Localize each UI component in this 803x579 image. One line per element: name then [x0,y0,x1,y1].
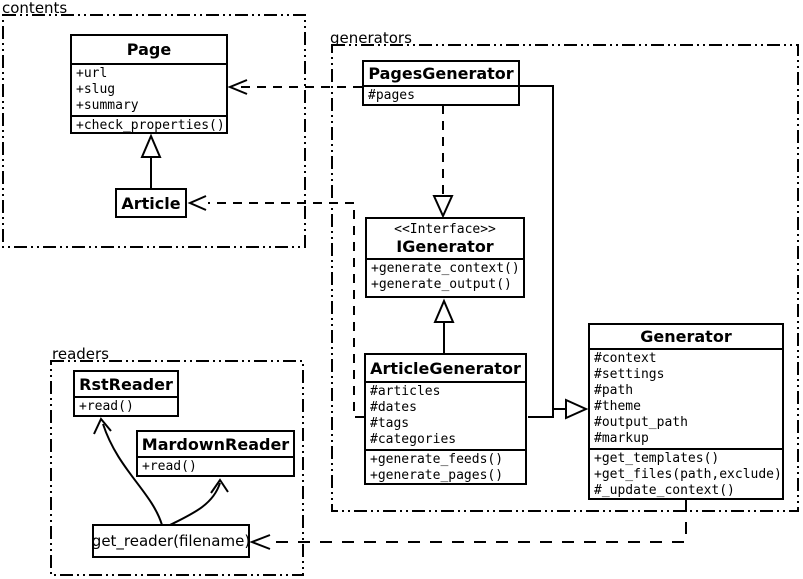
edge-getreader-to-rstreader [102,423,163,526]
class-article: Article [115,188,187,218]
class-igenerator-name: IGenerator [396,236,494,256]
class-rstreader-methods: +read() [75,396,177,416]
edge-getreader-to-mardownreader [169,482,221,526]
package-generators-label: generators [330,29,412,47]
attribute: +url [76,66,108,81]
class-pagesgenerator-title: PagesGenerator [368,64,514,83]
class-igenerator-stereotype: <<Interface>> [394,221,496,237]
class-generator-title: Generator [640,327,732,346]
method: +generate_context() [371,261,520,276]
package-generators-border [331,44,799,512]
method: +get_templates() [594,451,720,466]
attribute: #categories [370,432,457,447]
class-articlegenerator-attributes: #articles #dates #tags #categories [366,381,525,449]
class-igenerator-title: <<Interface>> IGenerator [367,219,523,258]
class-article-title: Article [121,193,181,213]
attribute: +summary [76,98,139,113]
class-page: Page +url +slug +summary +check_properti… [70,34,228,134]
class-articlegenerator: ArticleGenerator #articles #dates #tags … [364,353,527,485]
edge-articlegenerator-to-igenerator-triangle [433,298,455,323]
class-mardownreader-title: MardownReader [141,434,290,454]
class-page-methods: +check_properties() [72,115,226,135]
attribute: #tags [370,416,410,431]
class-generator-methods: +get_templates() +get_files(path,exclude… [590,448,782,500]
class-igenerator: <<Interface>> IGenerator +generate_conte… [365,217,525,298]
class-rstreader-title: RstReader [79,374,173,394]
method: +check_properties() [76,118,225,133]
method: +generate_pages() [370,468,504,483]
edge-generator-to-getreader-arrowhead [249,534,271,550]
method: +generate_feeds() [370,452,504,467]
method: +read() [142,459,197,474]
edge-getreader-to-mardownreader-arrowhead [210,478,229,494]
class-rstreader: RstReader +read() [73,370,179,417]
edge-pagesgenerator-to-igenerator-triangle [432,195,454,219]
class-page-attributes: +url +slug +summary [72,63,226,115]
method: +generate_output() [371,277,512,292]
package-readers-label: readers [52,345,109,363]
class-articlegenerator-methods: +generate_feeds() +generate_pages() [366,449,525,485]
attribute: #context [594,351,657,366]
class-pagesgenerator-attributes: #pages [364,85,518,105]
class-pagesgenerator: PagesGenerator #pages [362,60,520,106]
attribute: +slug [76,82,116,97]
class-generator-attributes: #context #settings #path #theme #output_… [590,348,782,448]
class-mardownreader-methods: +read() [138,456,293,476]
package-contents-label: contents [2,0,68,17]
edge-generator-to-getreader [272,500,687,543]
edge-to-generator-triangle [565,398,589,420]
class-igenerator-methods: +generate_context() +generate_output() [367,258,523,294]
package-contents-border [2,14,306,248]
attribute: #path [594,383,634,398]
class-generator: Generator #context #settings #path #them… [588,323,784,500]
method: +read() [79,399,134,414]
attribute: #articles [370,384,441,399]
node-get-reader: get_reader(filename) [92,524,250,558]
method: #_update_context() [594,483,735,498]
edge-article-to-page-triangle [140,133,162,158]
edge-articlegenerator-to-article-arrowhead [187,195,207,211]
class-page-title: Page [126,40,172,59]
package-readers-border [50,360,304,576]
attribute: #markup [594,431,649,446]
class-articlegenerator-title: ArticleGenerator [370,358,521,378]
class-mardownreader: MardownReader +read() [136,430,295,477]
attribute: #pages [368,88,415,103]
attribute: #dates [370,400,417,415]
attribute: #output_path [594,415,688,430]
edge-pagesgenerator-to-page-arrowhead [227,79,248,95]
attribute: #theme [594,399,641,414]
edge-getreader-to-rstreader-arrowhead [93,417,112,435]
method: +get_files(path,exclude) [594,467,782,482]
edge-articlegenerator-to-generator [528,409,554,418]
edge-articlegenerator-to-article [208,202,364,418]
edge-pagesgenerator-to-generator [519,85,566,410]
attribute: #settings [594,367,665,382]
